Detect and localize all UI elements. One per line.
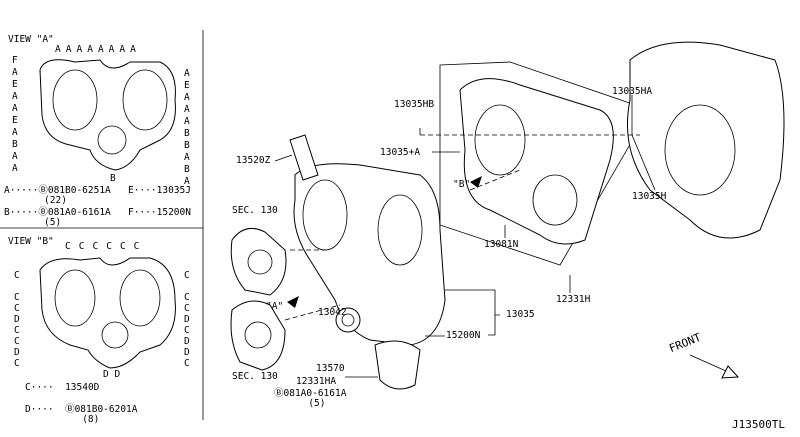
view-a-legend-e: E····13035J: [128, 185, 191, 196]
view-b-left-opening: [54, 269, 96, 327]
view-a-top-letters: AAAAAAAA: [55, 44, 141, 55]
view-b-title: VIEW "B": [8, 236, 54, 247]
dashed-alignment-3: [284, 304, 341, 321]
label-15200n: 15200N: [446, 330, 481, 341]
label-13035h: 13035H: [632, 191, 667, 202]
view-a-arrow-icon: [287, 296, 299, 308]
view-b-arrow-icon: [470, 176, 482, 188]
view-b-right-opening: [119, 269, 161, 327]
front-arrow-icon: [721, 365, 740, 379]
view-a-legend-a: A·····Ⓑ081B0-6251A (22): [4, 185, 111, 206]
label-13035ha: 13035HA: [612, 86, 653, 97]
rear-cover-opening-2: [532, 174, 578, 226]
view-a-right-opening: [122, 69, 168, 131]
pump-bottom-detail: [244, 321, 272, 349]
label-13035: 13035: [506, 309, 535, 320]
water-pump-bottom: [230, 300, 286, 371]
engine-detail: [664, 104, 736, 196]
view-b-top-letters: CCCCCC: [65, 241, 148, 252]
view-b-cover-outline: [39, 257, 176, 369]
label-13035hb: 13035HB: [394, 99, 435, 110]
oil-seal-13042: [335, 307, 361, 333]
view-a-left-opening: [52, 69, 98, 131]
label-13520z: 13520Z: [236, 155, 271, 166]
label-bolt: Ⓑ081A0-6161A (5): [274, 388, 347, 409]
view-a-cover-outline: [39, 59, 176, 171]
view-a-crank-hole: [97, 125, 127, 155]
view-b-legend-d: D···· Ⓑ081B0-6201A (8): [25, 404, 138, 425]
label-sec-130-bottom: SEC. 130: [232, 371, 278, 382]
view-a-legend-b: B·····Ⓑ081A0-6161A (5): [4, 207, 111, 228]
cover-13570: [374, 340, 421, 390]
view-b-crank-hole: [101, 321, 129, 349]
leader-13035h: [631, 134, 656, 191]
part-13520z-shape: [289, 134, 319, 181]
label-13570: 13570: [316, 363, 345, 374]
label-sec-130-top: SEC. 130: [232, 205, 278, 216]
leader-13520z: [274, 154, 293, 162]
diagram-id: J13500TL: [732, 418, 785, 431]
letter-a: A: [55, 44, 66, 55]
rear-cover-frame: [439, 61, 651, 266]
view-a-bottom-letter: B: [110, 173, 116, 184]
leader-13035: [445, 289, 500, 336]
front-timing-cover: [293, 163, 446, 346]
rear-cover-opening: [474, 104, 526, 176]
label-view-a-marker: "A": [266, 301, 284, 312]
label-13042: 13042: [318, 307, 347, 318]
label-view-b-marker: "B": [453, 179, 471, 190]
rear-timing-cover: [459, 78, 614, 245]
pump-top-detail: [247, 249, 273, 275]
view-b-legend-c: C···· 13540D: [25, 382, 100, 393]
oil-seal-inner: [341, 313, 355, 327]
label-13081n: 13081N: [484, 239, 519, 250]
water-pump-top: [230, 227, 287, 296]
engine-block: [627, 41, 785, 239]
front-cover-opening-right: [377, 194, 423, 266]
view-b-bottom-letters: D D: [103, 369, 121, 380]
label-13035a: 13035+A: [380, 147, 421, 158]
view-a-title: VIEW "A": [8, 34, 54, 45]
view-a-legend-f: F····15200N: [128, 207, 191, 218]
label-12331ha: 12331HA: [296, 376, 337, 387]
label-12331h: 12331H: [556, 294, 591, 305]
